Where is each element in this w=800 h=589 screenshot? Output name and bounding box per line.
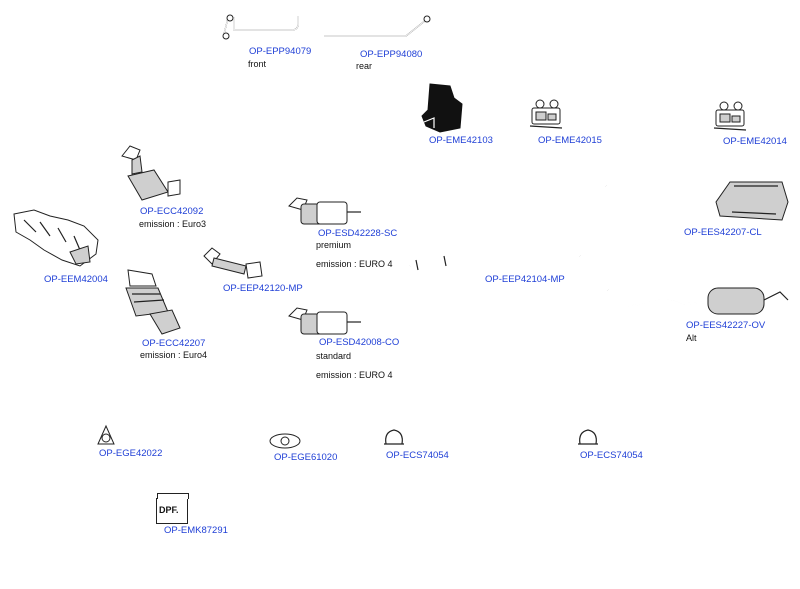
rear-silencer-illustration[interactable] <box>602 172 792 224</box>
part-code[interactable]: OP-EMK87291 <box>164 525 228 536</box>
exhaust-pipe-front-illustration[interactable] <box>202 246 266 282</box>
heat-shield-illustration[interactable] <box>420 82 464 134</box>
part-code[interactable]: OP-ECC42207 <box>142 338 206 349</box>
particulate-filter-illustration[interactable] <box>287 194 363 230</box>
part-code[interactable]: OP-EEM42004 <box>44 274 108 285</box>
part-note: rear <box>356 61 373 71</box>
part-note: emission : EURO 4 <box>316 370 393 380</box>
part-code[interactable]: OP-EEP42120-MP <box>223 283 303 294</box>
part-note: front <box>248 59 267 69</box>
pressure-pipe-front-illustration[interactable] <box>222 12 302 44</box>
rear-silencer-oval-illustration[interactable] <box>604 282 790 320</box>
dpf-kit-box-icon[interactable]: DPF. <box>156 493 189 524</box>
clamp-icon[interactable] <box>382 426 406 448</box>
part-code[interactable]: OP-EGE61020 <box>274 452 338 463</box>
part-note: emission : EURO 4 <box>316 259 393 269</box>
part-note: emission : Euro4 <box>140 350 208 360</box>
catalytic-converter-illustration[interactable] <box>118 142 184 206</box>
part-code[interactable]: OP-EES42207-CL <box>684 227 762 238</box>
catalytic-converter-illustration[interactable] <box>122 266 184 338</box>
mounting-kit-illustration[interactable] <box>528 98 566 132</box>
part-note: standard <box>316 351 352 361</box>
part-code[interactable]: OP-EES42227-OV <box>686 320 766 331</box>
exhaust-manifold-illustration[interactable] <box>10 206 102 276</box>
part-note: emission : Euro3 <box>139 219 207 229</box>
part-note: premium <box>316 240 352 250</box>
part-note: Alt <box>686 333 697 343</box>
mounting-kit-illustration[interactable] <box>712 100 750 134</box>
gasket-icon[interactable] <box>268 432 302 450</box>
part-code[interactable]: OP-EME42015 <box>538 135 602 146</box>
part-code[interactable]: OP-EME42014 <box>723 136 787 147</box>
intermediate-pipe-illustration[interactable] <box>404 228 588 274</box>
clamp-icon[interactable] <box>576 426 600 448</box>
dpf-kit-label: DPF. <box>159 505 179 515</box>
gasket-icon[interactable] <box>94 424 118 448</box>
part-code[interactable]: OP-ECS74054 <box>386 450 449 461</box>
part-code[interactable]: OP-EEP42104-MP <box>485 274 565 285</box>
part-code[interactable]: OP-EGE42022 <box>99 448 163 459</box>
part-code[interactable]: OP-ECS74054 <box>580 450 643 461</box>
part-code[interactable]: OP-ECC42092 <box>140 206 204 217</box>
pressure-pipe-rear-illustration[interactable] <box>322 14 434 46</box>
part-code[interactable]: OP-EPP94080 <box>360 49 423 60</box>
part-code[interactable]: OP-EME42103 <box>429 135 493 146</box>
part-code[interactable]: OP-ESD42228-SC <box>318 228 398 239</box>
part-code[interactable]: OP-ESD42008-CO <box>319 337 400 348</box>
particulate-filter-illustration[interactable] <box>287 304 363 340</box>
part-code[interactable]: OP-EPP94079 <box>249 46 312 57</box>
